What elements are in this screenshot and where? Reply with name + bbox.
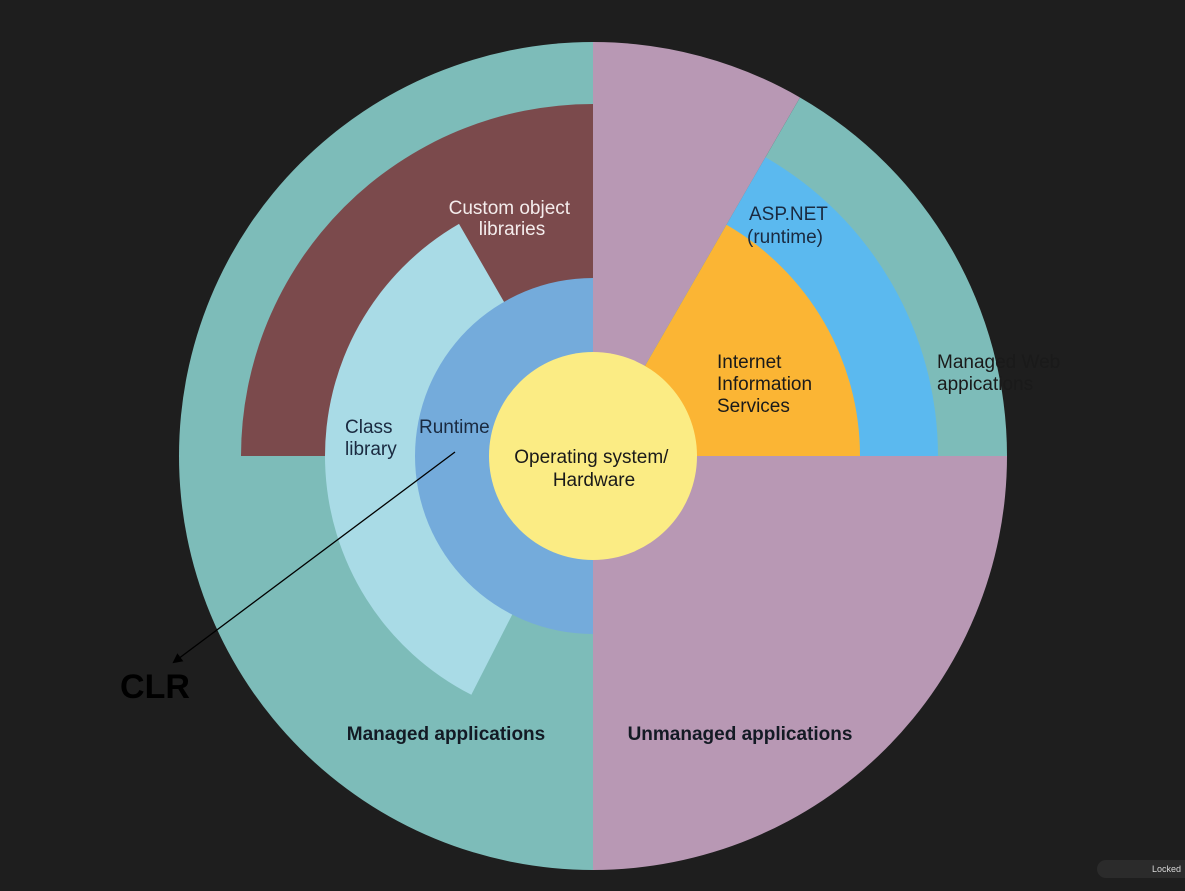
locked-status-badge: Locked	[1097, 860, 1185, 878]
clr-label: CLR	[120, 668, 190, 706]
class-library-label: Class library	[345, 417, 398, 460]
managed-web-applications-label: Managed Web appications	[937, 352, 1066, 395]
unmanaged-applications-label: Unmanaged applications	[628, 724, 853, 745]
runtime-label: Runtime	[419, 417, 490, 438]
managed-applications-label: Managed applications	[347, 724, 545, 745]
